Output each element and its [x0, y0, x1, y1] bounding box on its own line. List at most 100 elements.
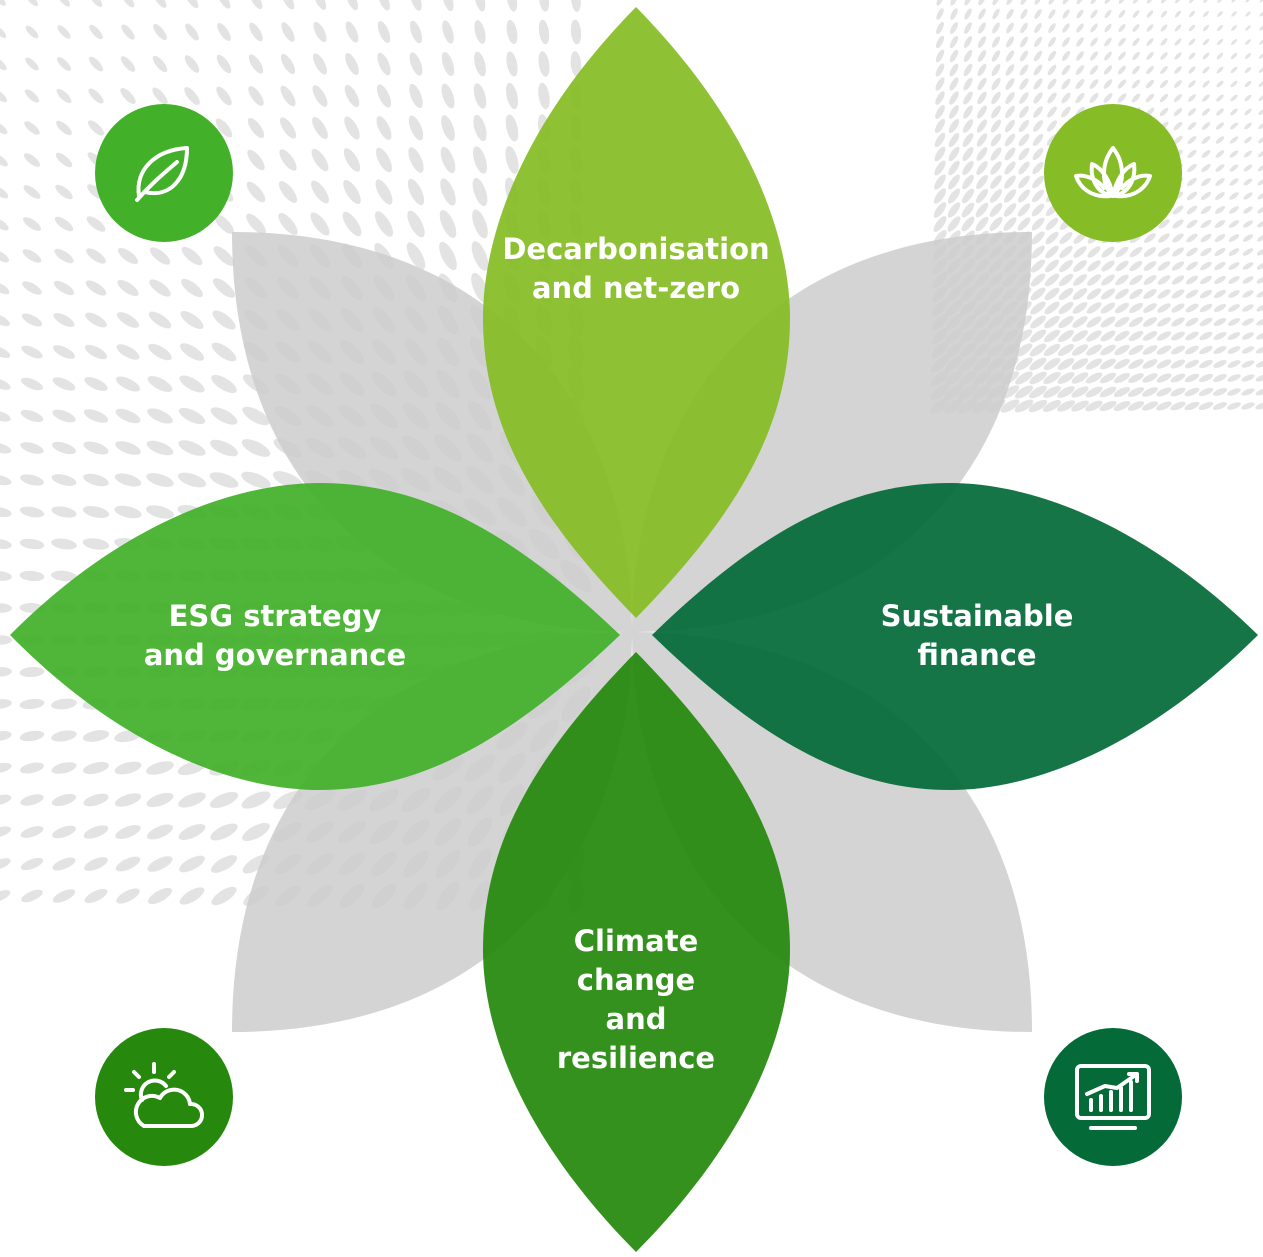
background-dot: [1171, 261, 1185, 271]
background-dot: [1003, 217, 1017, 231]
background-dot: [1170, 345, 1186, 355]
background-dot: [377, 21, 391, 43]
background-dot: [1158, 219, 1170, 229]
background-dot: [213, 278, 235, 298]
background-dot: [977, 50, 987, 62]
background-dot: [1071, 400, 1089, 412]
background-dot: [963, 91, 973, 105]
background-dot: [211, 342, 237, 362]
background-dot: [935, 77, 945, 91]
background-dot: [1217, 11, 1223, 17]
background-dot: [121, 0, 135, 8]
background-dot: [539, 0, 549, 12]
background-dot: [1215, 178, 1225, 186]
background-dot: [1156, 401, 1172, 411]
background-dot: [1213, 345, 1227, 355]
background-dot: [936, 0, 944, 6]
background-dot: [51, 538, 77, 550]
background-dot: [962, 160, 974, 176]
background-dot: [1174, 66, 1182, 74]
background-dot: [1144, 233, 1156, 243]
background-dot: [184, 55, 200, 73]
background-dot: [1258, 108, 1263, 116]
background-dot: [1157, 261, 1171, 271]
background-dot: [474, 20, 486, 44]
lotus-icon: [1074, 146, 1152, 199]
background-dot: [184, 87, 200, 105]
background-dot: [1085, 358, 1103, 370]
background-dot: [216, 54, 232, 74]
background-dot: [1186, 219, 1198, 229]
background-dot: [376, 115, 392, 141]
background-dot: [473, 146, 487, 174]
background-dot: [0, 313, 10, 327]
background-dot: [1014, 399, 1034, 413]
background-dot: [1231, 11, 1237, 17]
background-dot: [1018, 133, 1030, 147]
background-dot: [992, 22, 1000, 34]
background-dot: [1230, 80, 1238, 88]
background-dot: [1115, 288, 1129, 300]
background-dot: [1200, 261, 1212, 271]
background-dot: [83, 409, 109, 423]
background-dot: [1229, 192, 1239, 200]
background-dot: [1199, 331, 1213, 341]
background-dot: [247, 149, 265, 171]
background-dot: [1243, 150, 1253, 158]
background-dot: [1004, 175, 1016, 189]
background-dot: [1017, 203, 1031, 217]
background-dot: [410, 0, 422, 11]
background-dot: [1072, 302, 1088, 314]
background-dot: [115, 441, 141, 455]
background-dot: [1142, 317, 1158, 327]
background-dot: [1173, 94, 1183, 102]
background-dot: [1255, 374, 1263, 382]
background-dot: [1113, 401, 1131, 411]
background-dot: [1032, 147, 1044, 161]
background-dot: [991, 77, 1001, 91]
background-dot: [441, 115, 455, 141]
background-dot: [1258, 94, 1263, 102]
background-dot: [1131, 93, 1141, 103]
background-dot: [1118, 23, 1126, 33]
background-dot: [20, 762, 44, 774]
background-dot: [1090, 9, 1098, 19]
background-dot: [1100, 358, 1116, 370]
background-dot: [1090, 23, 1098, 33]
background-dot: [975, 202, 989, 218]
background-dot: [1032, 175, 1044, 189]
background-dot: [1173, 107, 1183, 117]
background-dot: [990, 147, 1002, 161]
background-dot: [149, 279, 171, 297]
background-dot: [1199, 359, 1213, 369]
background-dot: [1212, 402, 1228, 410]
chart-monitor-icon-badge: [1044, 1028, 1182, 1166]
background-dot: [241, 439, 271, 457]
petal-label-sustainable-finance: Sustainable finance: [880, 599, 1074, 672]
background-dot: [506, 82, 518, 110]
background-dot: [1076, 37, 1084, 47]
background-dot: [1241, 332, 1255, 340]
background-dot: [439, 210, 457, 238]
background-dot: [1058, 273, 1074, 287]
background-dot: [1228, 304, 1240, 312]
background-dot: [950, 8, 958, 20]
background-dot: [962, 133, 974, 147]
background-dot: [25, 25, 39, 39]
background-dot: [1255, 346, 1263, 354]
background-dot: [313, 53, 327, 75]
background-dot: [1089, 79, 1099, 89]
background-dot: [209, 791, 239, 809]
background-dot: [54, 216, 74, 232]
background-dot: [1174, 80, 1182, 88]
background-dot: [20, 442, 44, 454]
background-dot: [1259, 0, 1263, 3]
background-dot: [961, 202, 975, 218]
background-dot: [343, 179, 361, 205]
background-dot: [409, 52, 423, 76]
background-dot: [1142, 373, 1158, 383]
background-dot: [1258, 81, 1263, 87]
chart-monitor-icon: [1075, 1064, 1151, 1130]
background-dot: [215, 118, 233, 138]
background-dot: [1230, 39, 1238, 45]
